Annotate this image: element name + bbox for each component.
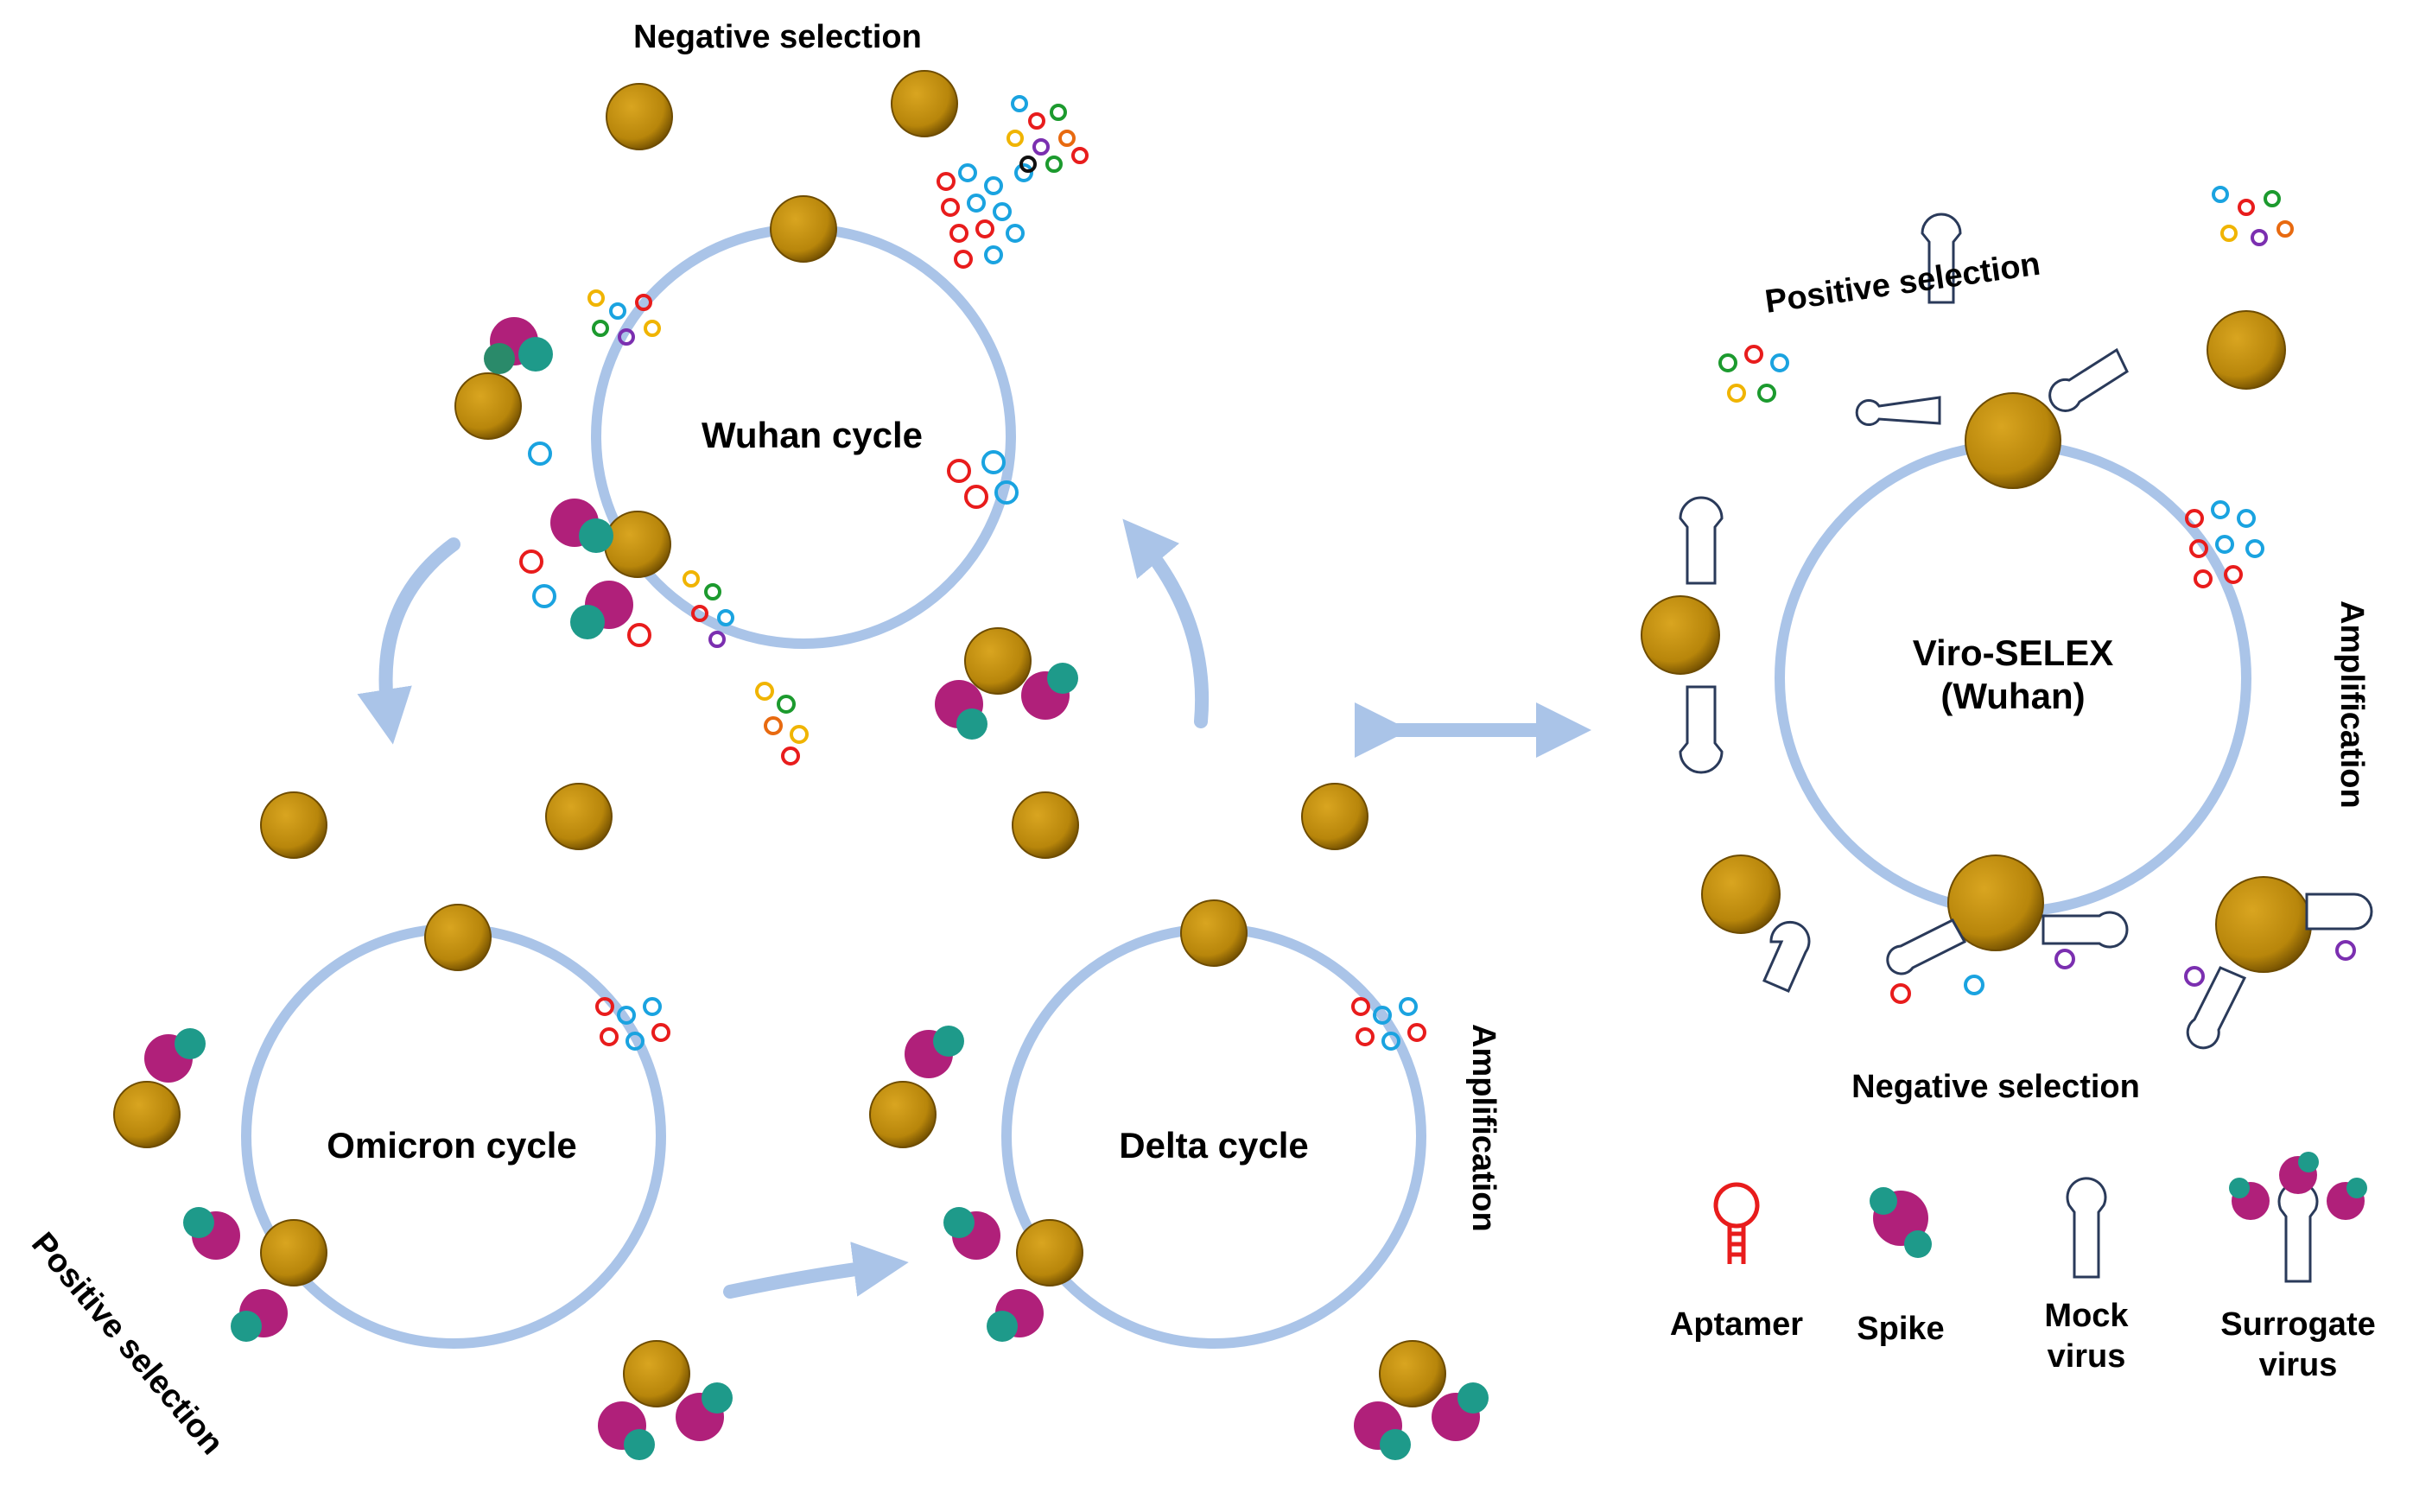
legend-mock-label-2: virus <box>2048 1338 2126 1375</box>
omicron-to-delta-arrow <box>723 1242 909 1299</box>
spike-clusters <box>144 317 1489 1460</box>
bead <box>1641 595 1720 675</box>
bead <box>260 791 327 859</box>
bead <box>545 783 613 850</box>
bead <box>606 83 673 150</box>
surrogate-virus <box>1855 396 1941 426</box>
surrogate-virus <box>1679 496 1724 585</box>
bead <box>623 1340 690 1407</box>
bead <box>113 1081 181 1148</box>
spike-icon <box>484 317 553 374</box>
spike-icon <box>598 1401 655 1460</box>
surrogate-virus <box>1921 213 1962 304</box>
aptamer-group <box>595 997 670 1051</box>
bead <box>964 627 1032 695</box>
bead <box>604 511 671 578</box>
aptamer-group <box>755 682 809 766</box>
legend-mock-label-1: Mock <box>2044 1298 2129 1334</box>
mock-virus <box>2305 893 2373 931</box>
positive-selection-right-label: Positive selection <box>1762 246 2042 321</box>
bead <box>770 195 837 263</box>
spike-icon <box>570 581 633 639</box>
bead <box>1012 791 1079 859</box>
legend: Aptamer Spike Mock virus Surrogate virus <box>1670 1152 2376 1383</box>
bead <box>869 1081 937 1148</box>
legend-aptamer-label: Aptamer <box>1670 1306 1803 1343</box>
aptamer-group <box>2185 500 2264 588</box>
viro-selex-strain-label: (Wuhan) <box>1940 676 2085 716</box>
aptamer-group <box>1890 940 2356 1004</box>
bead <box>1016 1219 1083 1286</box>
spike-icon <box>943 1207 1000 1260</box>
spike-icon <box>1432 1382 1489 1441</box>
aptamer-group <box>1351 997 1426 1051</box>
aptamer-swarms <box>519 95 2356 1051</box>
omicron-cycle-label: Omicron cycle <box>327 1125 576 1166</box>
labels: Negative selection Wuhan cycle Omicron c… <box>24 19 2370 1462</box>
bead <box>1180 899 1248 967</box>
negative-selection-top-label: Negative selection <box>633 19 922 55</box>
spike-icon <box>676 1382 733 1441</box>
spike-icon <box>1021 663 1078 720</box>
bead <box>1301 783 1368 850</box>
spike-icon <box>183 1207 240 1260</box>
surrogate-virus-icon <box>2229 1152 2367 1283</box>
spike-icon <box>935 680 987 740</box>
bead <box>1965 392 2061 489</box>
aptamer-group <box>937 163 1033 269</box>
aptamer-group <box>2212 186 2294 246</box>
legend-surrogate-label-2: virus <box>2259 1347 2338 1383</box>
bead <box>2215 876 2312 973</box>
aptamer-group <box>683 570 734 648</box>
virus-capsules <box>1679 213 2373 1050</box>
mock-virus <box>2186 966 2247 1050</box>
beads <box>113 70 2312 1407</box>
legend-spike-label: Spike <box>1857 1311 1944 1347</box>
aptamer-group <box>587 289 661 346</box>
aptamer-group <box>1718 345 1789 403</box>
amplification-right-label: Amplification <box>2334 600 2370 809</box>
wuhan-to-omicron-arrow <box>357 537 460 745</box>
spike-icon <box>144 1028 206 1083</box>
aptamer-group <box>947 450 1019 509</box>
mock-virus <box>2042 911 2129 949</box>
delta-cycle-label: Delta cycle <box>1119 1125 1308 1166</box>
spike-icon <box>1870 1187 1932 1258</box>
cycle-rings <box>241 224 2251 1349</box>
wuhan-cycle-label: Wuhan cycle <box>702 415 923 455</box>
delta-to-wuhan-arrow <box>1122 518 1210 728</box>
connector-arrows <box>357 518 1591 1299</box>
mock-virus-icon <box>2066 1177 2107 1279</box>
mock-virus <box>1886 918 1967 975</box>
bead <box>424 904 492 971</box>
spike-icon <box>905 1026 964 1078</box>
viro-selex-label: Viro-SELEX <box>1913 632 2114 673</box>
bead <box>891 70 958 137</box>
surrogate-virus <box>1679 685 1724 774</box>
spike-icon <box>1354 1401 1411 1460</box>
bead <box>260 1219 327 1286</box>
spike-icon <box>550 499 613 553</box>
surrogate-virus <box>2048 347 2129 412</box>
amplification-left-label: Amplification <box>1465 1024 1502 1232</box>
legend-surrogate-label-1: Surrogate <box>2220 1306 2375 1343</box>
spike-icon <box>987 1289 1044 1342</box>
bead <box>2207 310 2286 390</box>
mock-virus-icon <box>1762 920 1811 993</box>
bead <box>1947 854 2044 951</box>
bead <box>454 372 522 440</box>
bead <box>1379 1340 1446 1407</box>
positive-selection-left-label: Positive selection <box>24 1226 231 1462</box>
aptamer-icon <box>1713 1182 1760 1264</box>
spike-icon <box>231 1289 288 1342</box>
bead <box>1701 854 1781 934</box>
negative-selection-right-label: Negative selection <box>1851 1069 2140 1105</box>
aptamer-group <box>519 442 651 647</box>
aptamer-group <box>1006 95 1089 173</box>
